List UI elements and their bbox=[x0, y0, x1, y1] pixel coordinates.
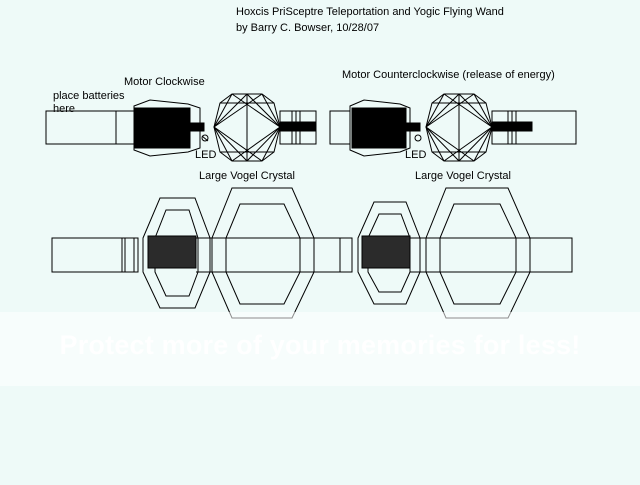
motor-clockwise-label: Motor Clockwise bbox=[124, 76, 205, 88]
lower-handle bbox=[51, 237, 123, 273]
upper-wand-right bbox=[329, 93, 577, 162]
led-lead bbox=[201, 135, 209, 142]
hex-ring-outer bbox=[142, 197, 211, 309]
diagram-title: Hoxcis PriSceptre Teleportation and Yogi… bbox=[236, 6, 504, 18]
led-dot bbox=[201, 134, 209, 142]
crystal-facets bbox=[425, 93, 493, 162]
tip-tube bbox=[279, 110, 317, 145]
led-label-right: LED bbox=[405, 149, 427, 161]
motor-shaft bbox=[189, 122, 205, 132]
lower-block bbox=[147, 235, 197, 269]
middle-collar bbox=[339, 237, 353, 273]
motor-housing bbox=[349, 99, 411, 157]
lower-collar bbox=[121, 237, 139, 273]
motor-block bbox=[134, 107, 191, 149]
crystal-label-right: Large Vogel Crystal bbox=[415, 170, 511, 182]
batteries-label: place batteries here bbox=[53, 90, 125, 115]
hex-ring-inner bbox=[225, 203, 301, 305]
led-label-left: LED bbox=[195, 149, 217, 161]
battery-tube bbox=[329, 110, 351, 145]
watermark-band bbox=[0, 312, 640, 386]
motor-counterclockwise-label: Motor Counterclockwise (release of energ… bbox=[342, 69, 555, 81]
lower-block bbox=[361, 235, 411, 269]
led-dot bbox=[414, 134, 422, 142]
diagram-author: by Barry C. Bowser, 10/28/07 bbox=[236, 22, 380, 34]
upper-wand-left bbox=[45, 93, 317, 162]
hex-ring-outer bbox=[357, 201, 421, 305]
crystal-facets bbox=[213, 93, 281, 162]
hex-ring-outer bbox=[211, 187, 315, 319]
motor-housing bbox=[133, 99, 201, 157]
lower-wand bbox=[51, 187, 573, 319]
watermark-text: Protect more of your memories for less! bbox=[59, 330, 581, 360]
motor-shaft bbox=[405, 122, 421, 132]
hex-ring-inner bbox=[439, 203, 517, 305]
motor-block bbox=[351, 107, 407, 149]
lower-tip bbox=[529, 237, 573, 273]
output-shaft bbox=[279, 121, 317, 132]
hex-ring-outer bbox=[425, 187, 531, 319]
crystal-label-left: Large Vogel Crystal bbox=[199, 170, 295, 182]
tip-tube bbox=[491, 110, 577, 145]
